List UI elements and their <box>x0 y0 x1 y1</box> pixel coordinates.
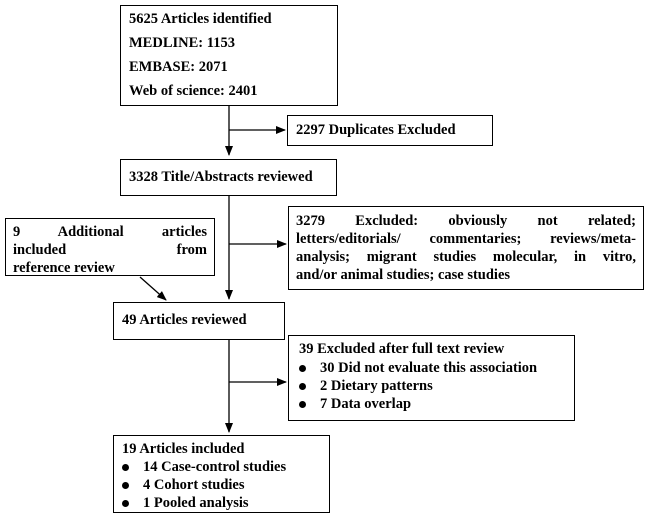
included-box: 19 Articles included 14 Case-control stu… <box>113 435 330 513</box>
excluded-fulltext-box: 39 Excluded after full text review 30 Di… <box>288 335 575 421</box>
identified-wos: Web of science: 2401 <box>129 83 258 99</box>
excluded-screen-box: 3279 Excluded: obviously not related; le… <box>288 206 644 290</box>
title-abstracts-box: 3328 Title/Abstracts reviewed <box>120 159 337 196</box>
additional-line-1: 9 Additional articles <box>13 224 207 240</box>
excluded-fulltext-item: 2 Dietary patterns <box>299 377 564 395</box>
identified-total: 5625 Articles identified <box>129 11 272 27</box>
duplicates-label: 2297 Duplicates Excluded <box>296 122 456 138</box>
identified-medline: MEDLINE: 1153 <box>129 35 235 51</box>
additional-line-2: included from <box>13 242 207 258</box>
articles-reviewed-box: 49 Articles reviewed <box>113 302 285 340</box>
bullet-icon <box>299 400 306 408</box>
excluded-screen-line-3: analysis; migrant studies molecular, in … <box>296 249 636 265</box>
arrow-additional-to-reviewed <box>139 276 167 301</box>
included-item-label: 4 Cohort studies <box>143 477 245 493</box>
bullet-icon <box>122 499 129 507</box>
duplicates-box: 2297 Duplicates Excluded <box>287 115 493 146</box>
included-title: 19 Articles included <box>122 441 245 457</box>
included-item-label: 1 Pooled analysis <box>143 495 249 511</box>
included-item: 1 Pooled analysis <box>122 494 321 512</box>
excluded-fulltext-item-label: 7 Data overlap <box>320 396 412 412</box>
included-item-label: 14 Case-control studies <box>143 459 287 475</box>
excluded-screen-line-1: 3279 Excluded: obviously not related; <box>296 213 636 229</box>
additional-box: 9 Additional articles included from refe… <box>5 218 215 276</box>
additional-line-3: reference review <box>13 260 115 276</box>
excluded-fulltext-item: 7 Data overlap <box>299 395 564 413</box>
identified-embase: EMBASE: 2071 <box>129 59 228 75</box>
included-item: 4 Cohort studies <box>122 476 321 494</box>
bullet-icon <box>122 481 129 489</box>
excluded-fulltext-item: 30 Did not evaluate this association <box>299 359 564 377</box>
included-item: 14 Case-control studies <box>122 458 321 476</box>
bullet-icon <box>299 382 306 390</box>
articles-reviewed-label: 49 Articles reviewed <box>122 312 247 328</box>
excluded-screen-line-4: and/or animal studies; case studies <box>296 267 511 283</box>
excluded-fulltext-item-label: 30 Did not evaluate this association <box>320 360 538 376</box>
identified-box: 5625 Articles identified MEDLINE: 1153 E… <box>120 5 338 106</box>
title-abstracts-label: 3328 Title/Abstracts reviewed <box>129 169 313 185</box>
bullet-icon <box>122 463 129 471</box>
excluded-screen-line-2: letters/editorials/ commentaries; review… <box>296 231 636 247</box>
bullet-icon <box>299 364 306 372</box>
excluded-fulltext-item-label: 2 Dietary patterns <box>320 378 433 394</box>
excluded-fulltext-title: 39 Excluded after full text review <box>299 341 505 357</box>
